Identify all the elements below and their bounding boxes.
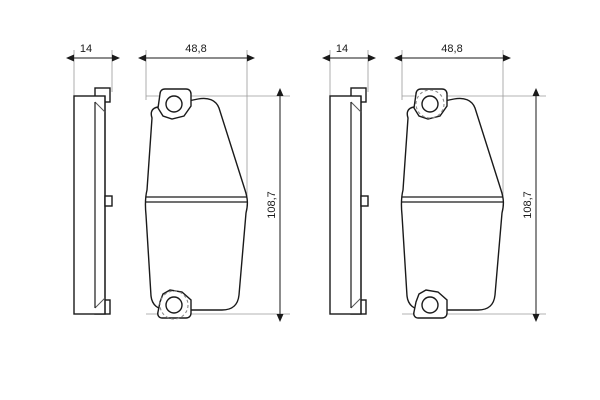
right-pad-bottom-lug-hole	[421, 296, 439, 314]
right-pad-side-view	[329, 87, 369, 315]
dimension-width-left: 48,8	[138, 43, 255, 62]
right-pad-wear-groove	[402, 196, 503, 203]
dimension-thickness-left: 14	[66, 43, 120, 62]
left-pad-bottom-lug-hidden-circle	[159, 290, 189, 320]
dimension-height-left-label: 108,7	[266, 191, 278, 219]
dimension-height-left: 108,7	[266, 88, 284, 322]
dimension-height-right: 108,7	[522, 88, 540, 322]
left-pad-side-view	[73, 87, 113, 315]
dimension-height-right-label: 108,7	[522, 191, 534, 219]
right-pad-face-view	[400, 88, 505, 319]
dimension-thickness-right: 14	[322, 43, 376, 62]
dimension-thickness-right-label: 14	[336, 43, 348, 55]
dimension-width-right-label: 48,8	[441, 43, 462, 55]
dimension-width-left-label: 48,8	[185, 43, 206, 55]
right-pad-top-lug-hidden-circle	[415, 89, 445, 119]
right-pad-outline	[400, 97, 505, 311]
right-pad-top-lug-hole	[421, 95, 439, 113]
left-pad-bottom-lug-hole	[165, 296, 183, 314]
left-pad-face-view	[144, 88, 249, 320]
dimension-thickness-left-label: 14	[80, 43, 92, 55]
right-pad-assembly: 14 48,8 108,7	[322, 43, 546, 322]
left-pad-assembly: 14 48,8 108,7	[66, 43, 290, 322]
left-pad-top-lug-hole	[165, 95, 183, 113]
dimension-width-right: 48,8	[394, 43, 511, 62]
left-pad-outline	[144, 97, 249, 311]
left-pad-wear-groove	[146, 196, 247, 203]
